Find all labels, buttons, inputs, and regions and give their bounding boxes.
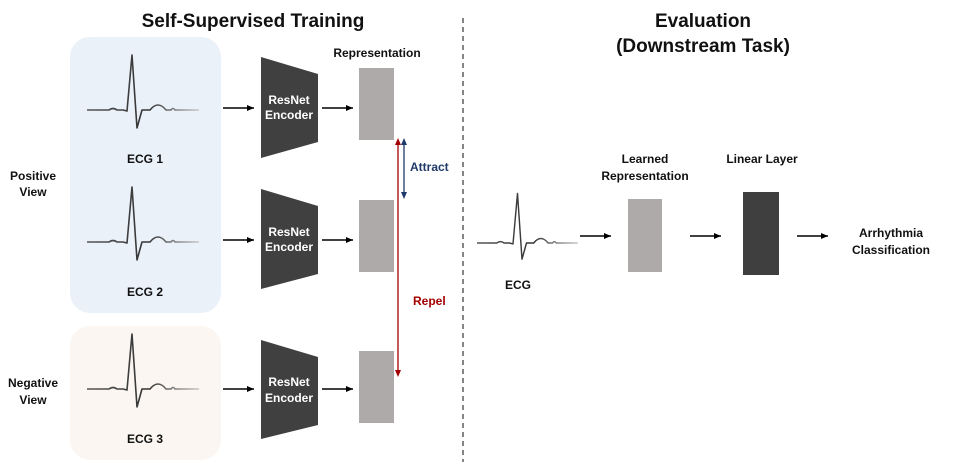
- encoder-1-label-line1: ResNet: [268, 93, 309, 107]
- learned-rep-label-line1: Learned: [622, 152, 669, 166]
- encoder-3-label-line1: ResNet: [268, 375, 309, 389]
- right-title-line1: Evaluation: [655, 11, 751, 32]
- representation-box-2: [359, 200, 394, 272]
- resnet-encoder-1: [261, 57, 318, 158]
- encoder-3-label-line2: Encoder: [265, 391, 313, 405]
- output-label-line1: Arrhythmia: [859, 226, 923, 240]
- encoder-2-label-line2: Encoder: [265, 240, 313, 254]
- learned-rep-label-line2: Representation: [601, 169, 688, 183]
- linear-layer-label: Linear Layer: [726, 152, 798, 166]
- positive-view-label-line1: Positive: [10, 169, 56, 183]
- repel-label: Repel: [413, 294, 446, 308]
- representation-label: Representation: [333, 46, 420, 60]
- ecg-3-label: ECG 3: [127, 432, 163, 446]
- learned-representation-box: [628, 199, 662, 272]
- representation-box-3: [359, 351, 394, 423]
- negative-view-panel: [70, 326, 221, 460]
- negative-view-label-line1: Negative: [8, 376, 58, 390]
- eval-ecg-label: ECG: [505, 278, 531, 292]
- output-label-line2: Classification: [852, 243, 930, 257]
- eval-ecg-waveform: [476, 192, 579, 260]
- linear-layer-box: [743, 192, 779, 275]
- right-title-line2: (Downstream Task): [616, 36, 790, 57]
- encoder-2-label-line1: ResNet: [268, 225, 309, 239]
- resnet-encoder-3: [261, 340, 318, 439]
- left-title: Self-Supervised Training: [142, 11, 365, 32]
- negative-view-label-line2: View: [19, 393, 47, 407]
- representation-box-1: [359, 68, 394, 140]
- ecg-2-label: ECG 2: [127, 285, 163, 299]
- positive-view-label-line2: View: [19, 185, 47, 199]
- encoder-1-label-line2: Encoder: [265, 108, 313, 122]
- attract-label: Attract: [410, 160, 449, 174]
- positive-view-panel: [70, 37, 221, 313]
- ecg-1-label: ECG 1: [127, 152, 163, 166]
- resnet-encoder-2: [261, 189, 318, 289]
